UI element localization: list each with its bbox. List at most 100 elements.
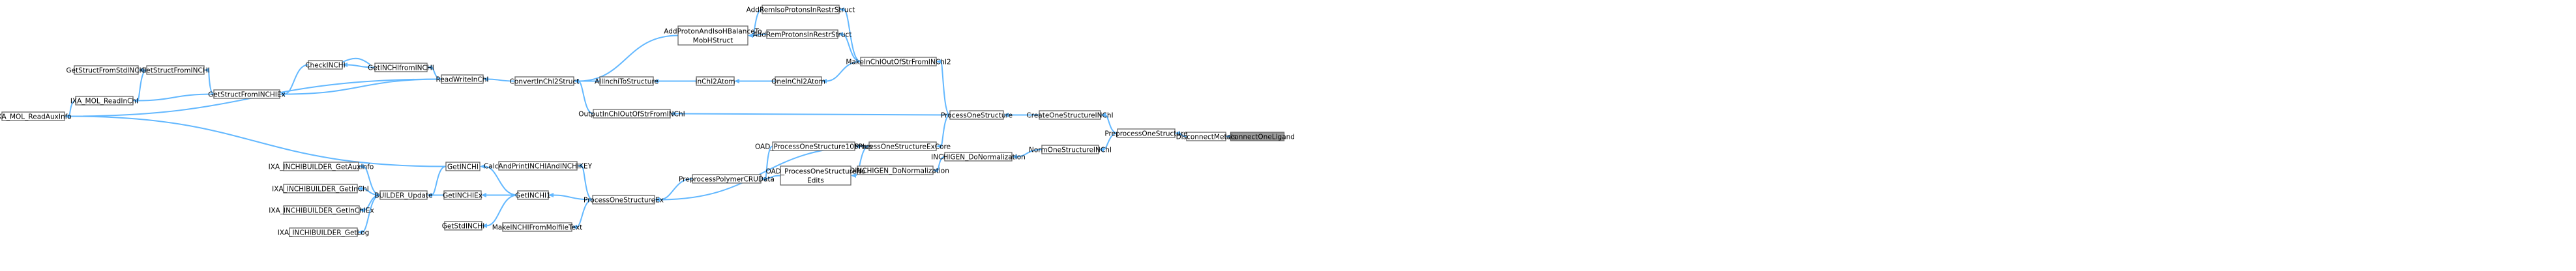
node-label: AddRemIsoProtonsInRestrStruct bbox=[747, 7, 855, 14]
node-PreprocessPolymerCRUData[interactable]: PreprocessPolymerCRUData bbox=[679, 174, 775, 184]
edge-arrowhead bbox=[574, 79, 579, 83]
node-GetINCHI1[interactable]: GetINCHI1 bbox=[515, 190, 551, 200]
edge-ProcessOneStructureExCore-to-ProcessOneStructure bbox=[940, 114, 951, 147]
edge-arrowhead bbox=[483, 77, 488, 81]
node-GetStructFromINCHIEx[interactable]: GetStructFromINCHIEx bbox=[208, 89, 286, 99]
edge-arrowhead bbox=[838, 32, 843, 36]
edge-arrowhead bbox=[65, 114, 70, 119]
node-IXA_MOL_ReadAuxInfo[interactable]: IXA_MOL_ReadAuxInfo bbox=[0, 111, 72, 121]
node-label: GetINCHI bbox=[447, 164, 479, 171]
node-GetINCHIfromINCHI[interactable]: GetINCHIfromINCHI bbox=[368, 63, 434, 72]
edge-AddRemProtonsInRestrStruct-to-MakeInChIOutOfStrFromINChI2 bbox=[842, 33, 861, 63]
node-BUILDER_Update[interactable]: BUILDER_Update bbox=[374, 190, 433, 200]
node-label: CalcAndPrintINCHIAndINCHIKEY bbox=[484, 163, 593, 171]
node-label: GetINCHI1 bbox=[515, 192, 551, 200]
edge-PreprocessPolymerCRUData-to-OAD_ProcessOneStructureNoEdits bbox=[765, 175, 781, 180]
edge-arrowhead bbox=[839, 7, 844, 12]
node-GetINCHI[interactable]: GetINCHI bbox=[445, 162, 481, 171]
node-box bbox=[283, 184, 358, 193]
node-box bbox=[514, 76, 574, 86]
edge-GetINCHI1-to-ProcessOneStructureEx bbox=[552, 194, 593, 201]
node-ProcessOneStructureExCore[interactable]: ProcessOneStructureExCore bbox=[855, 141, 951, 151]
node-INCHIGEN_DoNormalization[interactable]: INCHIGEN_DoNormalization bbox=[931, 152, 1026, 162]
edge-arrowhead bbox=[734, 79, 739, 83]
node-DisconnectMetals[interactable]: DisconnectMetals bbox=[1176, 132, 1237, 141]
node-label: IXA_INCHIBUILDER_GetAuxInfo bbox=[269, 164, 374, 171]
node-GetStructFromINCHI[interactable]: GetStructFromINCHI bbox=[141, 65, 210, 75]
node-label: AddProtonAndIsoHBalanceTo bbox=[664, 28, 762, 36]
edge-arrowhead bbox=[357, 230, 363, 235]
node-box bbox=[944, 152, 1013, 162]
node-IXA_INCHIBUILDER_GetInChIEx[interactable]: IXA_INCHIBUILDER_GetInChIEx bbox=[269, 205, 374, 215]
node-ConvertInChI2Struct[interactable]: ConvertInChI2Struct bbox=[510, 76, 580, 86]
node-OAD_ProcessOneStructure105Plus[interactable]: OAD_ProcessOneStructure105Plus bbox=[755, 141, 872, 151]
node-STDINCHIGEN_DoNormalization[interactable]: STDINCHIGEN_DoNormalization bbox=[841, 165, 949, 175]
node-box bbox=[444, 221, 482, 231]
edge-arrowhead bbox=[1012, 154, 1017, 159]
node-label: OutputInChIOutOfStrFromINChI bbox=[578, 111, 685, 119]
edge-CalcAndPrintINCHIAndINCHIKEY-to-ProcessOneStructureEx bbox=[581, 165, 593, 201]
node-label: GetStructFromINCHI bbox=[141, 67, 210, 75]
node-IXA_INCHIBUILDER_GetInChI[interactable]: IXA_INCHIBUILDER_GetInChI bbox=[272, 184, 369, 193]
node-CreateOneStructureINChI[interactable]: CreateOneStructureINChI bbox=[1026, 110, 1114, 120]
node-label: STDINCHIGEN_DoNormalization bbox=[841, 167, 949, 175]
node-CheckINCHI[interactable]: CheckINCHI bbox=[305, 60, 346, 70]
edge-CreateOneStructureINChI-to-PreprocessOneStructure bbox=[1104, 114, 1118, 134]
node-OneInChI2Atom[interactable]: OneInChI2Atom bbox=[771, 76, 825, 86]
edge-OutputInChIOutOfStrFromINChI-to-ProcessOneStructure bbox=[674, 113, 951, 116]
edge-ProcessOneStructureEx-to-PreprocessPolymerCRUData bbox=[659, 178, 693, 201]
node-PreprocessOneStructure[interactable]: PreprocessOneStructure bbox=[1104, 128, 1188, 138]
node-ProcessOneStructure[interactable]: ProcessOneStructure bbox=[941, 110, 1013, 120]
edge-arrowhead bbox=[427, 193, 432, 197]
node-box bbox=[696, 76, 735, 86]
node-OutputInChIOutOfStrFromINChI[interactable]: OutputInChIOutOfStrFromINChI bbox=[578, 109, 685, 119]
node-box bbox=[213, 89, 280, 99]
node-box bbox=[443, 190, 482, 200]
node-label: ProcessOneStructure bbox=[941, 112, 1013, 120]
edge-IXA_INCHIBUILDER_GetAuxInfo-to-BUILDER_Update bbox=[363, 165, 381, 196]
node-InChI2Atom[interactable]: InChI2Atom bbox=[695, 76, 735, 86]
node-DisconnectOneLigand[interactable]: DisconnectOneLigand bbox=[1220, 132, 1295, 141]
node-box bbox=[857, 165, 934, 175]
node-box bbox=[1186, 132, 1226, 141]
node-AddRemIsoProtonsInRestrStruct[interactable]: AddRemIsoProtonsInRestrStruct bbox=[747, 5, 855, 14]
node-IXA_INCHIBUILDER_GetAuxInfo[interactable]: IXA_INCHIBUILDER_GetAuxInfo bbox=[269, 162, 374, 171]
node-label: IXA_INCHIBUILDER_GetLog bbox=[278, 229, 370, 237]
node-label: ProcessOneStructureExCore bbox=[855, 143, 951, 151]
node-ProcessOneStructureEx[interactable]: ProcessOneStructureEx bbox=[584, 195, 664, 205]
edge-AddProtonAndIsoHBalanceToMobHStruct-to-AddRemProtonsInRestrStruct bbox=[752, 33, 767, 36]
node-CalcAndPrintINCHIAndINCHIKEY[interactable]: CalcAndPrintINCHIAndINCHIKEY bbox=[484, 161, 593, 171]
node-GetStdINCHI[interactable]: GetStdINCHI bbox=[442, 221, 484, 231]
node-GetINCHIEx[interactable]: GetINCHIEx bbox=[443, 190, 482, 200]
edge-INCHIGEN_DoNormalization-to-NormOneStructureINChI bbox=[1016, 149, 1043, 158]
node-label: DisconnectOneLigand bbox=[1220, 134, 1295, 141]
node-box bbox=[762, 5, 840, 14]
node-label: AddRemProtonsInRestrStruct bbox=[753, 31, 852, 39]
node-box bbox=[308, 60, 343, 70]
node-GetStructFromStdINCHI[interactable]: GetStructFromStdINCHI bbox=[66, 65, 147, 75]
node-NormOneStructureINChI[interactable]: NormOneStructureINChI bbox=[1029, 145, 1112, 154]
edge-ConvertInChI2Struct-to-OutputInChIOutOfStrFromINChI bbox=[578, 80, 594, 115]
edge-arrowhead bbox=[482, 223, 487, 228]
node-MakeInChIOutOfStrFromINChI2[interactable]: MakeInChIOutOfStrFromINChI2 bbox=[846, 57, 951, 66]
edge-arrowhead bbox=[577, 164, 582, 168]
node-MakeINCHIFromMolfileText[interactable]: MakeINCHIFromMolfileText bbox=[492, 222, 583, 232]
node-box bbox=[498, 161, 578, 171]
node-label: OAD_ProcessOneStructure105Plus bbox=[755, 143, 872, 151]
node-IXA_MOL_ReadInChI[interactable]: IXA_MOL_ReadInChI bbox=[70, 96, 138, 106]
node-ReadWriteInChI[interactable]: ReadWriteInChI bbox=[436, 74, 489, 84]
node-box bbox=[766, 29, 838, 39]
edge-arrowhead bbox=[133, 98, 138, 103]
node-box bbox=[593, 109, 671, 119]
node-label: INCHIGEN_DoNormalization bbox=[931, 154, 1026, 162]
edge-arrowhead bbox=[359, 164, 364, 169]
node-AllInchiToStructure[interactable]: AllInchiToStructure bbox=[595, 76, 659, 86]
edge-CheckINCHI-to-GetINCHIfromINCHI bbox=[346, 64, 376, 68]
node-box bbox=[75, 96, 134, 106]
node-box bbox=[868, 141, 937, 151]
node-IXA_INCHIBUILDER_GetLog[interactable]: IXA_INCHIBUILDER_GetLog bbox=[278, 227, 370, 237]
node-AddRemProtonsInRestrStruct[interactable]: AddRemProtonsInRestrStruct bbox=[753, 29, 852, 39]
